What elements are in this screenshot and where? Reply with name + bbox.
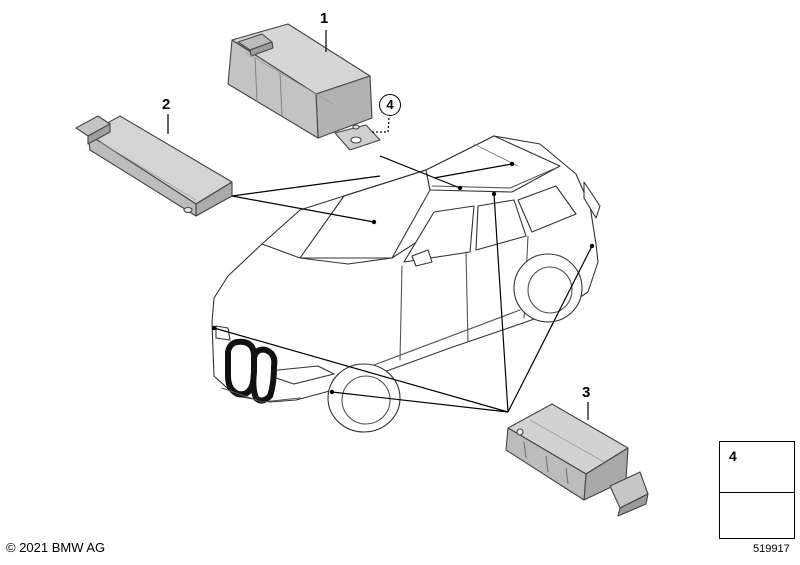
callout-1: 1	[320, 10, 329, 27]
leader-lines	[167, 30, 593, 420]
legend-divider	[720, 492, 794, 493]
document-number: 519917	[753, 543, 790, 555]
part-1-control-unit	[227, 23, 381, 151]
part-3-sensor	[505, 403, 649, 517]
callout-4-circled: 4	[379, 94, 401, 116]
callout-3: 3	[582, 384, 591, 401]
vehicle-outline	[211, 135, 601, 433]
part-2-control-unit	[75, 115, 233, 217]
callout-2: 2	[162, 96, 171, 113]
legend-box: 4	[719, 441, 795, 539]
leader-dots	[211, 161, 595, 395]
legend-item-number: 4	[729, 448, 737, 464]
copyright-text: © 2021 BMW AG	[6, 540, 106, 555]
